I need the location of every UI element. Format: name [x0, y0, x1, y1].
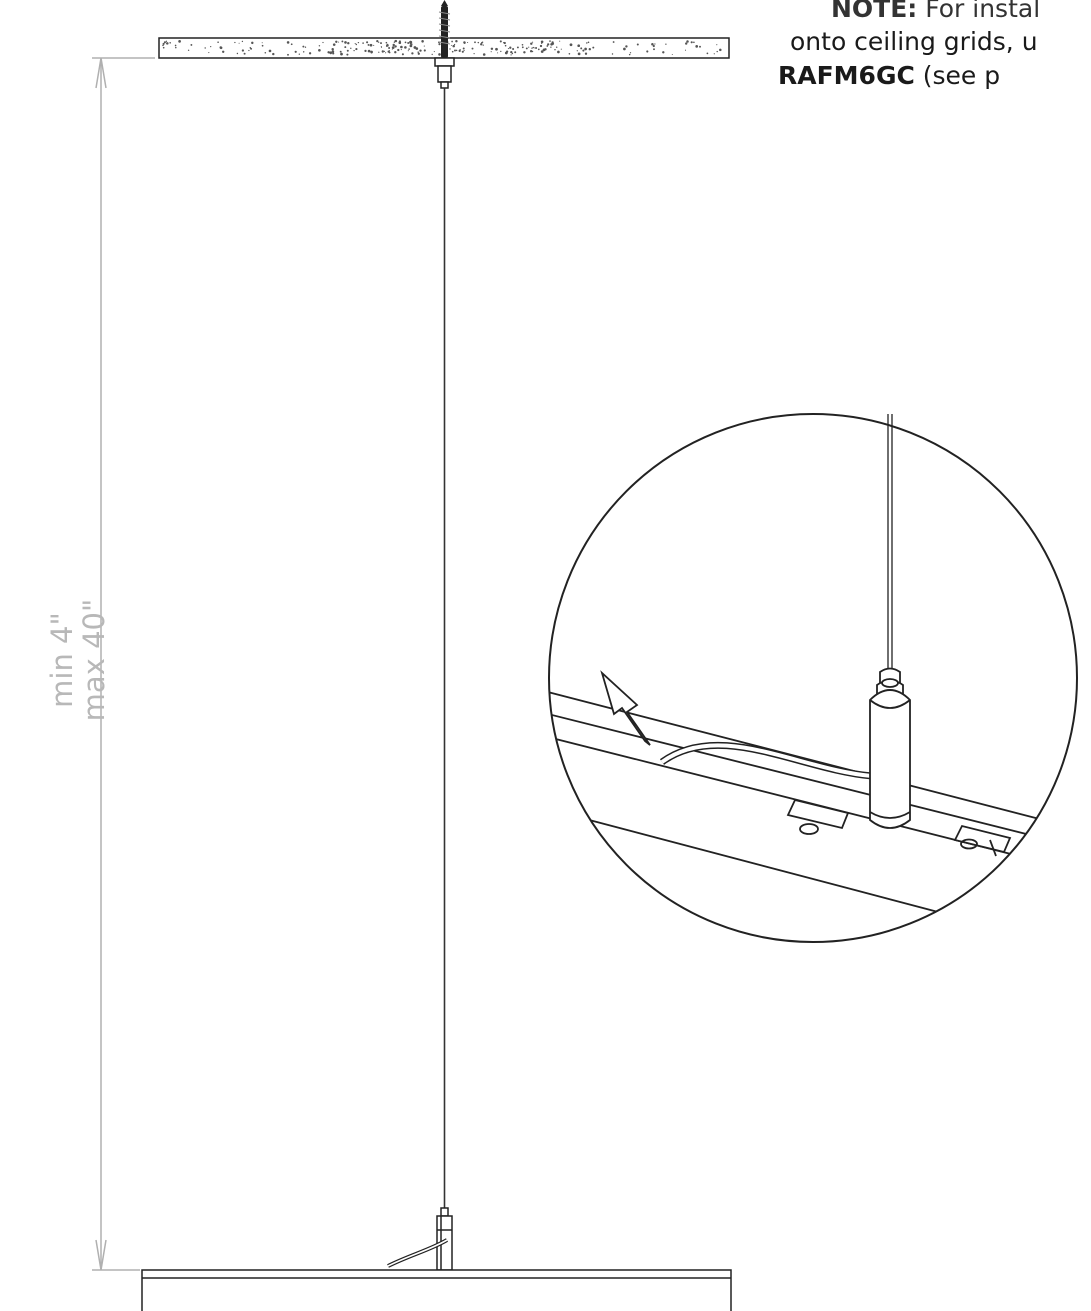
note-label: NOTE:	[831, 0, 918, 23]
dimension-line	[92, 57, 155, 1271]
cable-gripper	[436, 1207, 453, 1271]
note-text-3: (see p	[914, 61, 1001, 90]
mounting-slot-1	[786, 798, 850, 835]
ceiling-screw	[438, 0, 451, 58]
detail-view	[548, 413, 1078, 943]
ceiling-fitting	[434, 57, 455, 89]
min-length-label: min 4"	[45, 612, 79, 708]
note-text-1: For instal	[917, 0, 1041, 23]
curved-arrow-icon	[600, 670, 651, 746]
note-line-3: RAFM6GC (see p	[778, 61, 1000, 90]
part-number: RAFM6GC	[778, 61, 915, 90]
detail-gripper	[869, 667, 911, 829]
note-line-2: onto ceiling grids, u	[790, 27, 1038, 56]
mounting-slot-2	[953, 824, 1012, 857]
luminaire-body	[141, 1269, 732, 1311]
note-line-1: NOTE: For instal	[831, 0, 1040, 23]
dimension-label: min 4" max 40"	[18, 560, 128, 760]
max-length-label: max 40"	[77, 598, 111, 722]
note-text-2: onto ceiling grids, u	[790, 27, 1038, 56]
